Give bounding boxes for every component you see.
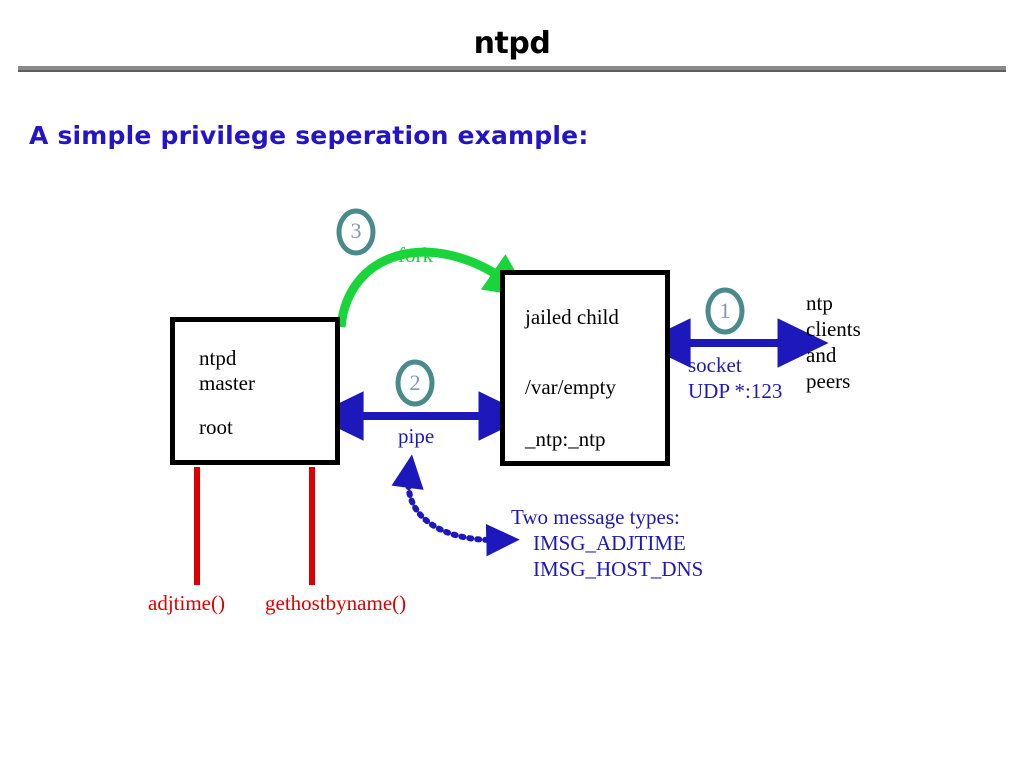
clients-line-2: clients xyxy=(806,317,861,341)
child-line-title: jailed child xyxy=(525,305,619,329)
step-number-1: 1 xyxy=(719,298,731,323)
child-line-user: _ntp:_ntp xyxy=(525,427,606,451)
syscall-label-adjtime: adjtime() xyxy=(148,591,225,615)
clients-line-3: and xyxy=(806,343,837,367)
clients-line-4: peers xyxy=(806,369,851,393)
ntpd-master-box: ntpd master root xyxy=(170,317,340,465)
socket-label: socket xyxy=(688,353,742,377)
message-type-adjtime: IMSG_ADJTIME xyxy=(533,531,686,555)
clients-line-1: ntp xyxy=(806,291,833,315)
step-number-2: 2 xyxy=(409,370,421,395)
master-line-master: master xyxy=(199,371,255,395)
page-title: ntpd xyxy=(473,26,551,61)
child-line-chroot: /var/empty xyxy=(525,375,616,399)
title-divider xyxy=(18,66,1006,72)
master-line-ntpd: ntpd xyxy=(199,346,237,370)
master-line-root: root xyxy=(199,415,233,439)
slide-subtitle: A simple privilege seperation example: xyxy=(29,121,589,150)
syscall-label-gethostbyname: gethostbyname() xyxy=(265,591,407,615)
pipe-label: pipe xyxy=(398,424,435,448)
socket-port-label: UDP *:123 xyxy=(688,379,783,403)
message-callout-arrow xyxy=(391,454,520,557)
step-number-3: 3 xyxy=(350,218,362,243)
message-types-heading: Two message types: xyxy=(511,505,680,529)
jailed-child-box: jailed child /var/empty _ntp:_ntp xyxy=(500,270,670,466)
message-type-host-dns: IMSG_HOST_DNS xyxy=(533,557,704,581)
fork-label: fork xyxy=(398,243,433,267)
